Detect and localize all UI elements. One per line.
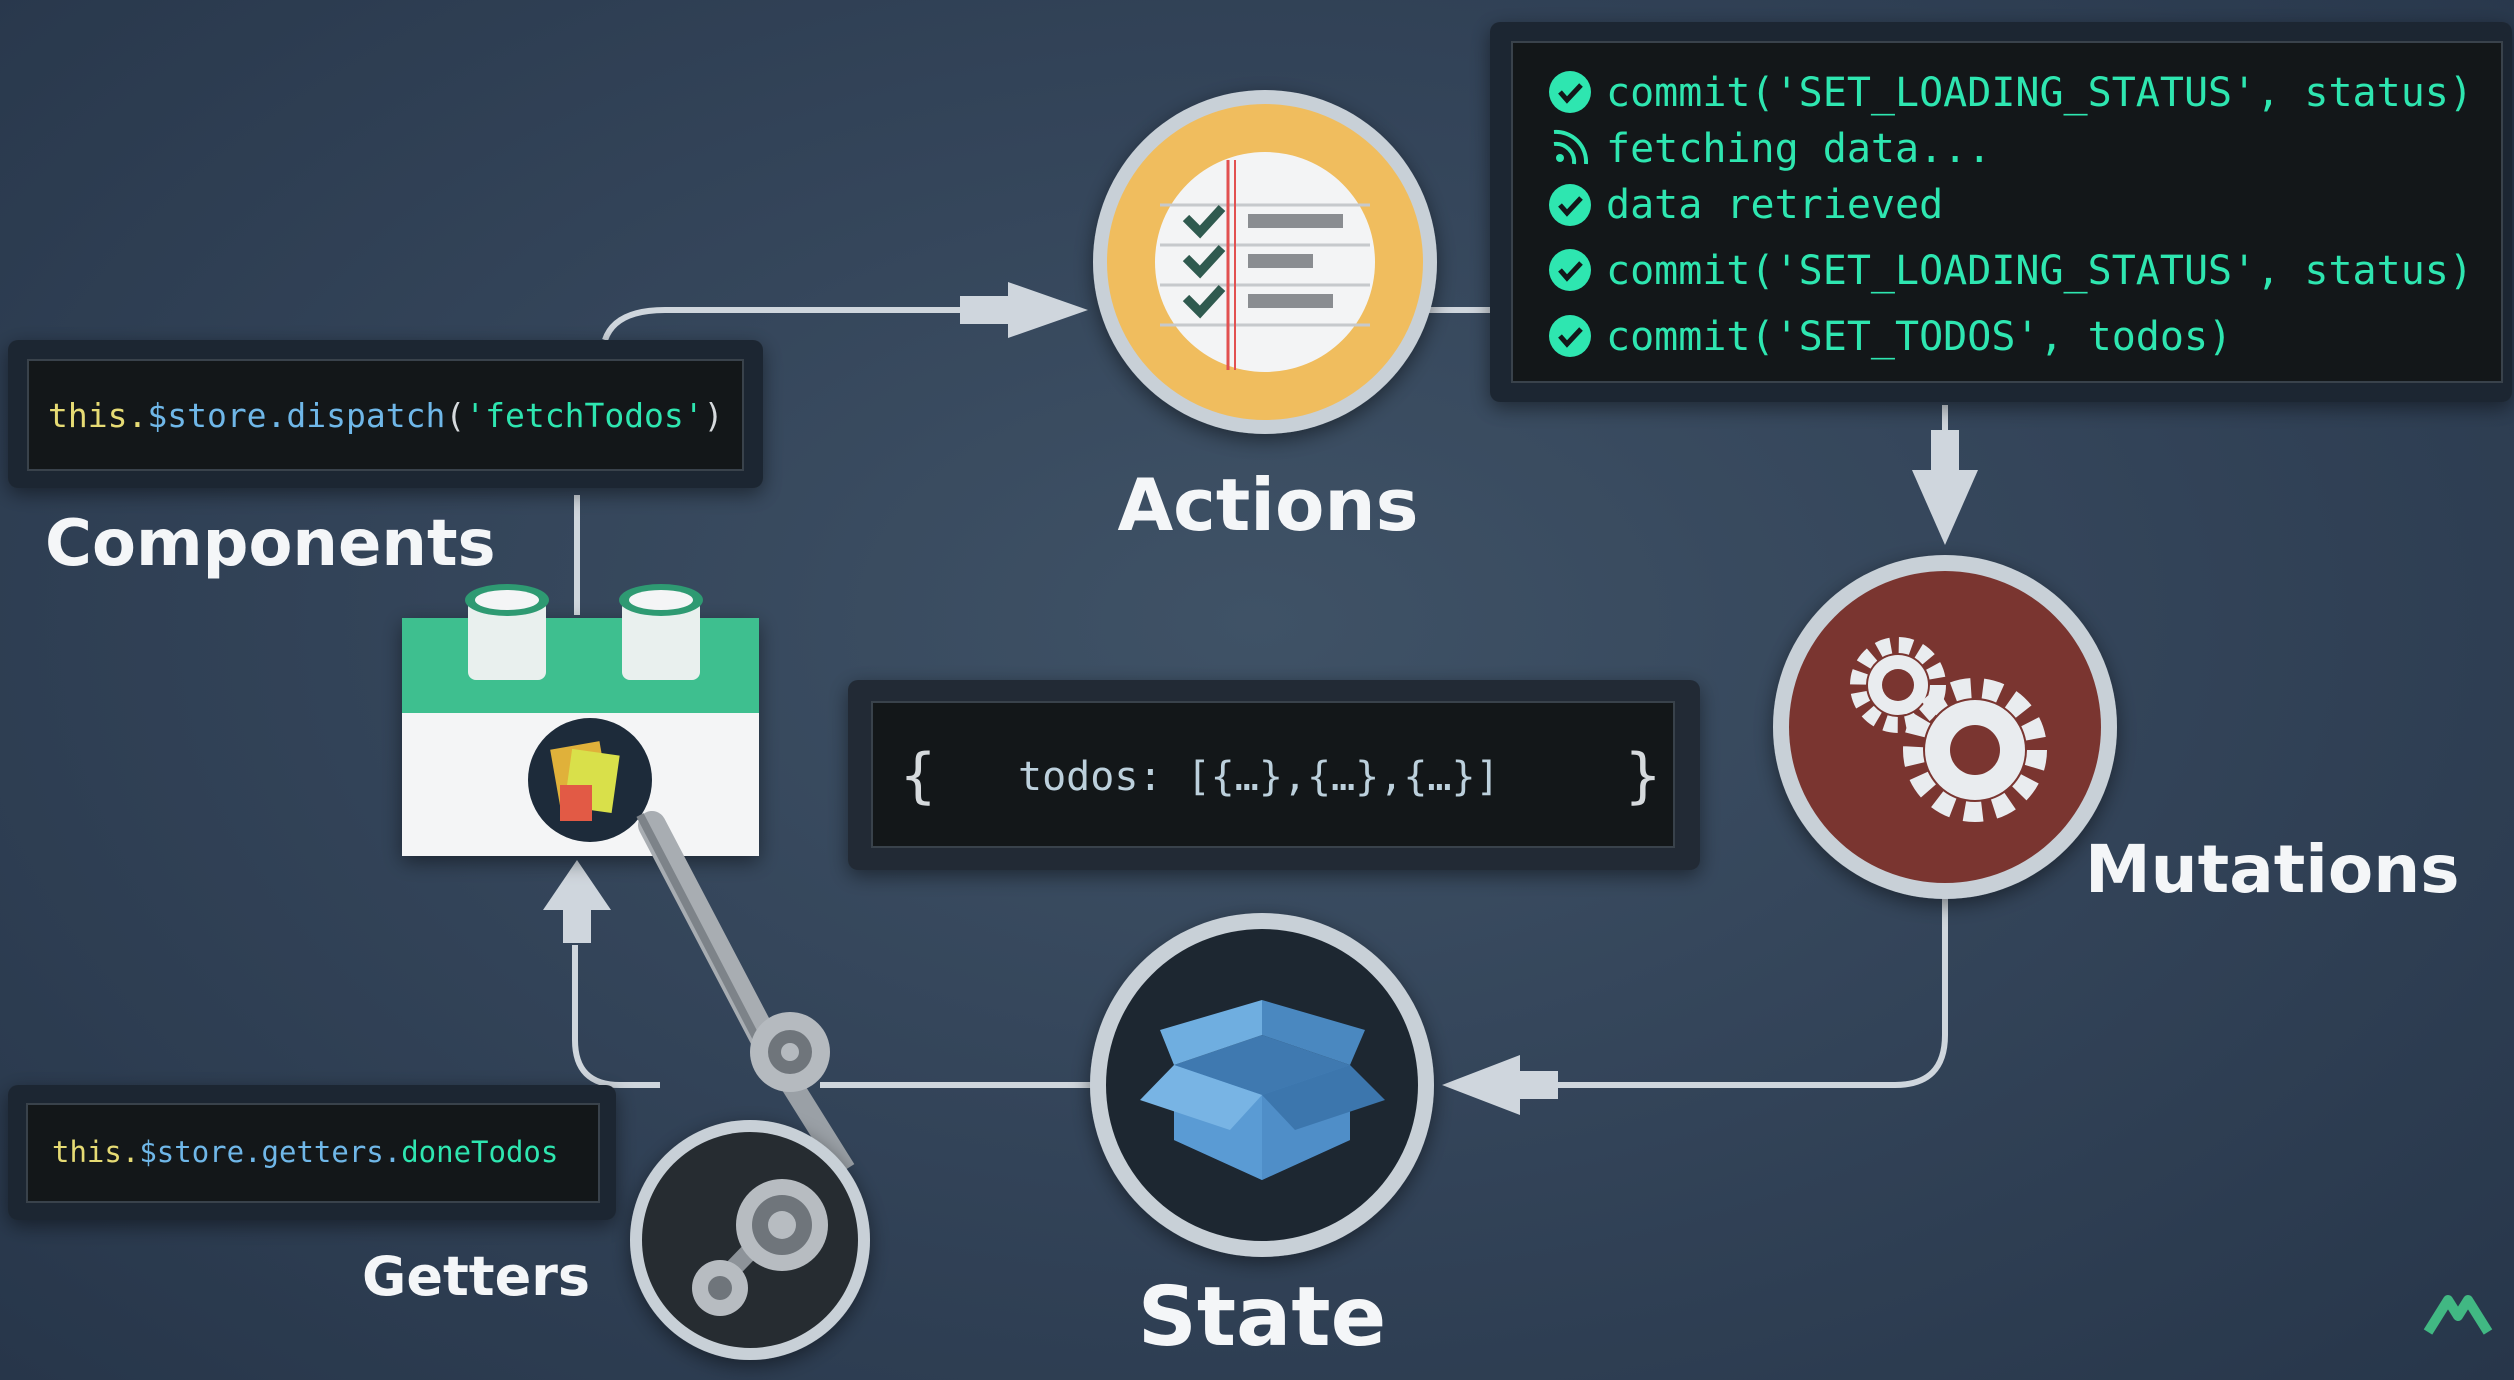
component-stud-right: [619, 584, 703, 680]
arrowheads: [543, 282, 1978, 1115]
actions-node: [1093, 90, 1437, 434]
components-label: Components: [45, 507, 496, 581]
log-line-4: commit('SET_LOADING_STATUS', status): [1549, 248, 2473, 294]
dispatch-code-panel: this.$store.dispatch('fetchTodos'): [8, 340, 763, 488]
state-node: [1090, 913, 1434, 1257]
flow-lines: [572, 307, 1948, 1088]
arrow-right-to-actions: [1008, 282, 1088, 338]
log-line-5: commit('SET_TODOS', todos): [1549, 314, 2232, 360]
log-line-text: commit('SET_LOADING_STATUS', status): [1606, 70, 2473, 116]
check-circle-icon: [1549, 184, 1591, 226]
getters-code-panel: this.$store.getters.doneTodos: [8, 1085, 616, 1220]
action-log-panel: commit('SET_LOADING_STATUS', status) fet…: [1490, 22, 2512, 402]
component-block-icon: [402, 584, 759, 856]
log-line-text: commit('SET_TODOS', todos): [1606, 314, 2232, 360]
state-label: State: [1138, 1270, 1386, 1365]
flow-mutations-to-state: [1530, 895, 1948, 1088]
open-box-icon: [1140, 1000, 1385, 1180]
flow-getters-to-components: [572, 945, 660, 1088]
getters-label: Getters: [362, 1245, 590, 1308]
log-line-1: commit('SET_LOADING_STATUS', status): [1549, 70, 2473, 116]
dispatch-code: this.$store.dispatch('fetchTodos'): [48, 396, 724, 435]
arrow-left-to-state: [1442, 1055, 1520, 1115]
component-stud-left: [465, 584, 549, 680]
check-circle-icon: [1549, 249, 1591, 291]
mutations-label: Mutations: [2085, 831, 2460, 908]
getters-code: this.$store.getters.doneTodos: [52, 1135, 558, 1169]
arrow-up-to-components: [543, 860, 611, 910]
state-code-panel: { todos: [{…},{…},{…}] }: [848, 680, 1700, 870]
state-open-brace: {: [900, 741, 936, 811]
mutations-node: [1773, 555, 2117, 899]
arrow-down-to-mutations: [1912, 470, 1978, 545]
gears-icon: [1850, 637, 2047, 822]
state-close-brace: }: [1625, 741, 1661, 811]
component-screen-icon: [528, 718, 652, 842]
rss-feed-icon: [1553, 129, 1589, 165]
log-line-text: data retrieved: [1606, 182, 1943, 228]
pulley-icon: [630, 811, 870, 1360]
log-line-text: fetching data...: [1606, 126, 1991, 172]
log-line-3: data retrieved: [1549, 182, 1943, 228]
flow-components-to-actions: [602, 307, 1010, 342]
check-circle-icon: [1549, 71, 1591, 113]
mastering-js-logo: [2423, 1295, 2493, 1335]
check-circle-icon: [1549, 315, 1591, 357]
checklist-icon: [1155, 152, 1375, 372]
log-line-text: commit('SET_LOADING_STATUS', status): [1606, 248, 2473, 294]
state-code-text: todos: [{…},{…},{…}]: [1018, 754, 1500, 800]
log-line-2: fetching data...: [1553, 126, 1991, 172]
actions-label: Actions: [1117, 463, 1418, 547]
